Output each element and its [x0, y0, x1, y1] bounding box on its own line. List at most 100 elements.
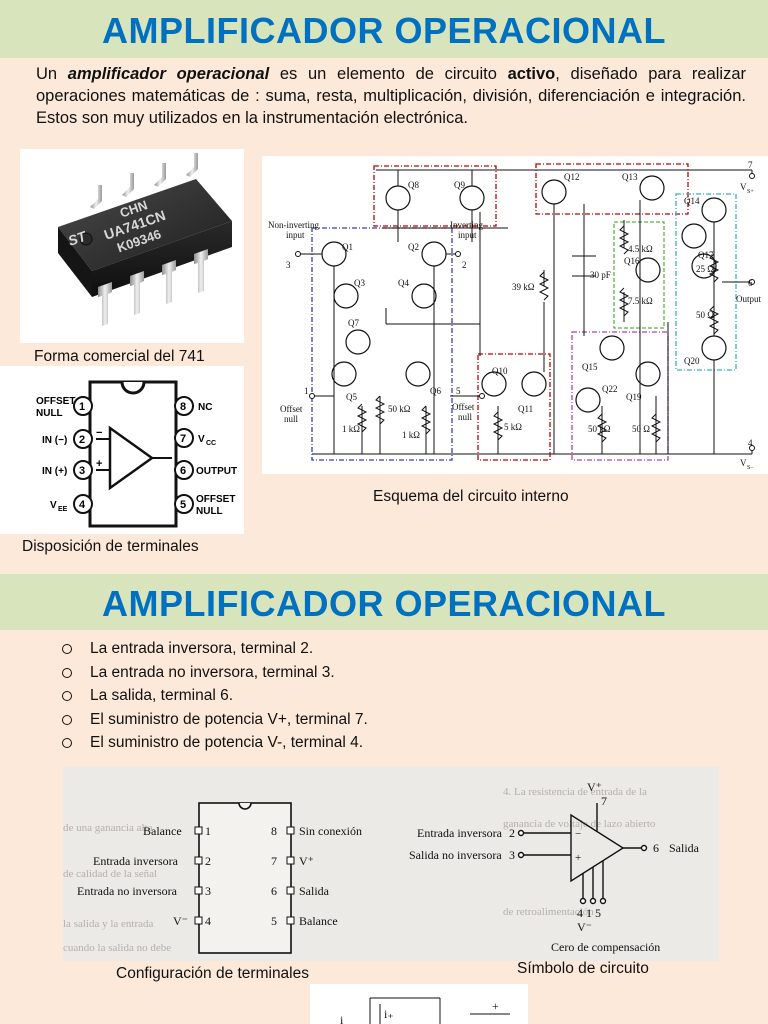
svg-text:ganancia de voltaje de lazo ab: ganancia de voltaje de lazo abierto [503, 818, 656, 830]
svg-text:1: 1 [79, 401, 85, 413]
chip-photo: CHN UA741CN K09346 ST [20, 149, 244, 343]
svg-text:6: 6 [180, 465, 186, 477]
svg-text:5 kΩ: 5 kΩ [504, 422, 522, 432]
svg-text:Q1: Q1 [342, 242, 353, 252]
svg-text:de retroalimentación: de retroalimentación [503, 906, 594, 918]
list-item: El suministro de potencia V+, terminal 7… [62, 708, 368, 732]
svg-text:6: 6 [653, 841, 659, 855]
svg-text:+: + [492, 999, 499, 1013]
svg-text:5: 5 [180, 499, 186, 511]
svg-text:1 kΩ: 1 kΩ [342, 424, 360, 434]
svg-text:de una ganancia alta: de una ganancia alta [63, 822, 153, 834]
svg-text:Q5: Q5 [346, 392, 357, 402]
svg-text:50 kΩ: 50 kΩ [588, 424, 611, 434]
svg-text:Salida no inversora: Salida no inversora [409, 848, 502, 862]
svg-text:5: 5 [456, 386, 461, 396]
pinout-caption: Disposición de terminales [22, 538, 199, 555]
svg-text:Q19: Q19 [626, 392, 642, 402]
svg-text:4.5 kΩ: 4.5 kΩ [628, 244, 653, 254]
svg-text:6: 6 [748, 278, 753, 288]
svg-text:3: 3 [205, 884, 211, 898]
svg-text:4: 4 [748, 438, 753, 448]
intro-paragraph: Un amplificador operacional es un elemen… [36, 65, 747, 127]
svg-text:CC: CC [206, 440, 216, 447]
svg-text:4: 4 [205, 914, 211, 928]
svg-text:S+: S+ [747, 189, 754, 195]
svg-text:4. La resistencia de entrada d: 4. La resistencia de entrada de la [503, 786, 647, 798]
svg-text:Q15: Q15 [582, 362, 598, 372]
svg-text:Cero de compensación: Cero de compensación [551, 940, 660, 954]
svg-text:V⁻: V⁻ [173, 914, 188, 928]
svg-text:1 kΩ: 1 kΩ [402, 430, 420, 440]
svg-text:1: 1 [304, 386, 309, 396]
slide2-title: AMPLIFICADOR OPERACIONAL [0, 574, 768, 630]
svg-text:Q9: Q9 [454, 180, 465, 190]
svg-text:2: 2 [205, 854, 211, 868]
schematic-caption: Esquema del circuito interno [373, 488, 569, 505]
svg-text:7: 7 [748, 160, 753, 170]
svg-text:IN (+): IN (+) [42, 466, 67, 477]
svg-text:3: 3 [79, 465, 85, 477]
svg-text:Q20: Q20 [684, 356, 700, 366]
svg-text:V: V [50, 500, 57, 511]
svg-text:Entrada inversora: Entrada inversora [417, 826, 503, 840]
partial-circuit: i i₊ + [310, 984, 528, 1024]
list-item: La entrada inversora, terminal 2. [62, 637, 368, 661]
svg-text:7: 7 [180, 433, 186, 445]
symbol-caption: Símbolo de circuito [517, 960, 649, 977]
svg-text:3: 3 [286, 260, 291, 270]
svg-text:2: 2 [462, 260, 467, 270]
svg-text:V: V [740, 182, 747, 192]
svg-text:Q6: Q6 [430, 386, 441, 396]
svg-text:Q17: Q17 [698, 250, 714, 260]
svg-text:Non-inverting: Non-inverting [268, 220, 319, 230]
svg-text:4 1 5: 4 1 5 [577, 906, 601, 920]
svg-text:OFFSET: OFFSET [36, 396, 75, 407]
svg-text:Q3: Q3 [354, 278, 365, 288]
svg-text:Q16: Q16 [624, 256, 640, 266]
svg-text:50 Ω: 50 Ω [696, 310, 714, 320]
svg-text:Balance: Balance [143, 824, 182, 838]
svg-text:6: 6 [271, 884, 277, 898]
svg-text:2: 2 [79, 434, 85, 446]
svg-text:Q12: Q12 [564, 172, 580, 182]
svg-text:input: input [286, 230, 305, 240]
svg-text:ST: ST [66, 227, 89, 248]
svg-text:8: 8 [271, 824, 277, 838]
svg-text:7: 7 [601, 794, 607, 808]
svg-text:Q22: Q22 [602, 384, 618, 394]
pinout-diagram: − + 1 OFFSET NULL 2 IN (−) 3 IN (+) 4 V … [0, 366, 244, 534]
svg-text:Q2: Q2 [408, 242, 419, 252]
slide1-title: AMPLIFICADOR OPERACIONAL [0, 0, 768, 58]
svg-text:Q7: Q7 [348, 318, 359, 328]
svg-text:−: − [96, 427, 102, 439]
svg-text:i₊: i₊ [384, 1007, 394, 1021]
chip-photo-drawing: CHN UA741CN K09346 ST [58, 153, 232, 326]
svg-text:V: V [198, 434, 205, 445]
svg-text:+: + [96, 458, 102, 470]
svg-text:NULL: NULL [196, 506, 223, 517]
svg-text:S−: S− [747, 465, 754, 471]
svg-text:1: 1 [205, 824, 211, 838]
svg-text:OFFSET: OFFSET [196, 494, 235, 505]
svg-text:V⁺: V⁺ [299, 854, 314, 868]
svg-text:+: + [575, 852, 581, 864]
config-caption: Configuración de terminales [116, 965, 309, 982]
svg-text:Q10: Q10 [492, 366, 508, 376]
svg-text:4: 4 [79, 499, 86, 511]
svg-text:V: V [740, 458, 747, 468]
svg-text:Salida: Salida [299, 884, 330, 898]
terminal-list: La entrada inversora, terminal 2. La ent… [62, 637, 368, 755]
svg-text:Inverting: Inverting [450, 220, 483, 230]
svg-text:de calidad de la señal: de calidad de la señal [63, 868, 157, 880]
svg-text:Balance: Balance [299, 914, 338, 928]
svg-text:IN (−): IN (−) [42, 435, 67, 446]
scanned-figure: 4. La resistencia de entrada de la de un… [63, 767, 719, 961]
svg-text:25 Ω: 25 Ω [696, 264, 714, 274]
svg-text:Q4: Q4 [398, 278, 409, 288]
svg-text:OUTPUT: OUTPUT [196, 466, 237, 477]
svg-text:NC: NC [198, 402, 212, 413]
svg-text:Q14: Q14 [684, 196, 700, 206]
svg-text:50 kΩ: 50 kΩ [388, 404, 411, 414]
